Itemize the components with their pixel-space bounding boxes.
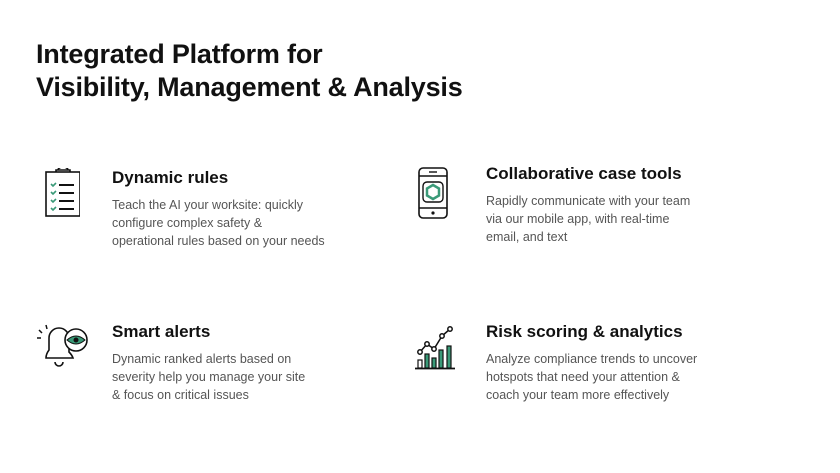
bell-eye-icon (37, 324, 88, 367)
title-line-1: Integrated Platform for (36, 39, 323, 69)
feature-heading: Dynamic rules (112, 168, 229, 187)
page-title: Integrated Platform for Visibility, Mana… (36, 38, 463, 104)
feature-heading: Collaborative case tools (486, 164, 682, 183)
clipboard-checklist-icon (45, 168, 80, 217)
feature-heading: Risk scoring & analytics (486, 322, 683, 341)
feature-heading: Smart alerts (112, 322, 211, 341)
title-line-2: Visibility, Management & Analysis (36, 72, 463, 102)
bar-line-chart-icon (415, 326, 455, 370)
mobile-phone-icon (418, 167, 448, 219)
